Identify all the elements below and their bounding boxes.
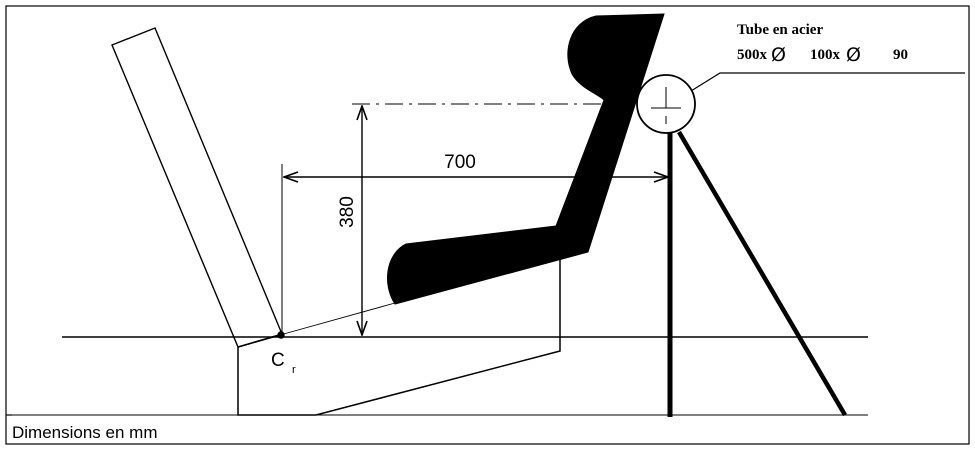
- units-caption: Dimensions en mm: [12, 423, 158, 442]
- tube-label-dim3: 90: [893, 47, 908, 63]
- tube-label-title: Tube en acier: [737, 22, 823, 38]
- backrest-outline: [111, 27, 283, 348]
- tube-stand-diagonal: [677, 130, 847, 417]
- tube-leader-line: [690, 72, 965, 92]
- tube-label-dim1: 500x: [737, 47, 768, 63]
- reference-point-subscript: r: [292, 364, 296, 376]
- vertical-dimension-value: 380: [337, 196, 358, 228]
- tube-label-dim2: 100x: [810, 47, 841, 63]
- reference-point-dot: [277, 331, 285, 339]
- seat-base-outline: [237, 248, 561, 416]
- seat-reference-line: [279, 302, 396, 336]
- seat-shell: [387, 13, 665, 305]
- diameter-symbol-1: Ø: [771, 44, 786, 66]
- reference-point-letter: C: [271, 350, 285, 371]
- horizontal-dimension-value: 700: [444, 152, 476, 173]
- diameter-symbol-2: Ø: [846, 44, 861, 66]
- drawing-frame: [5, 5, 970, 445]
